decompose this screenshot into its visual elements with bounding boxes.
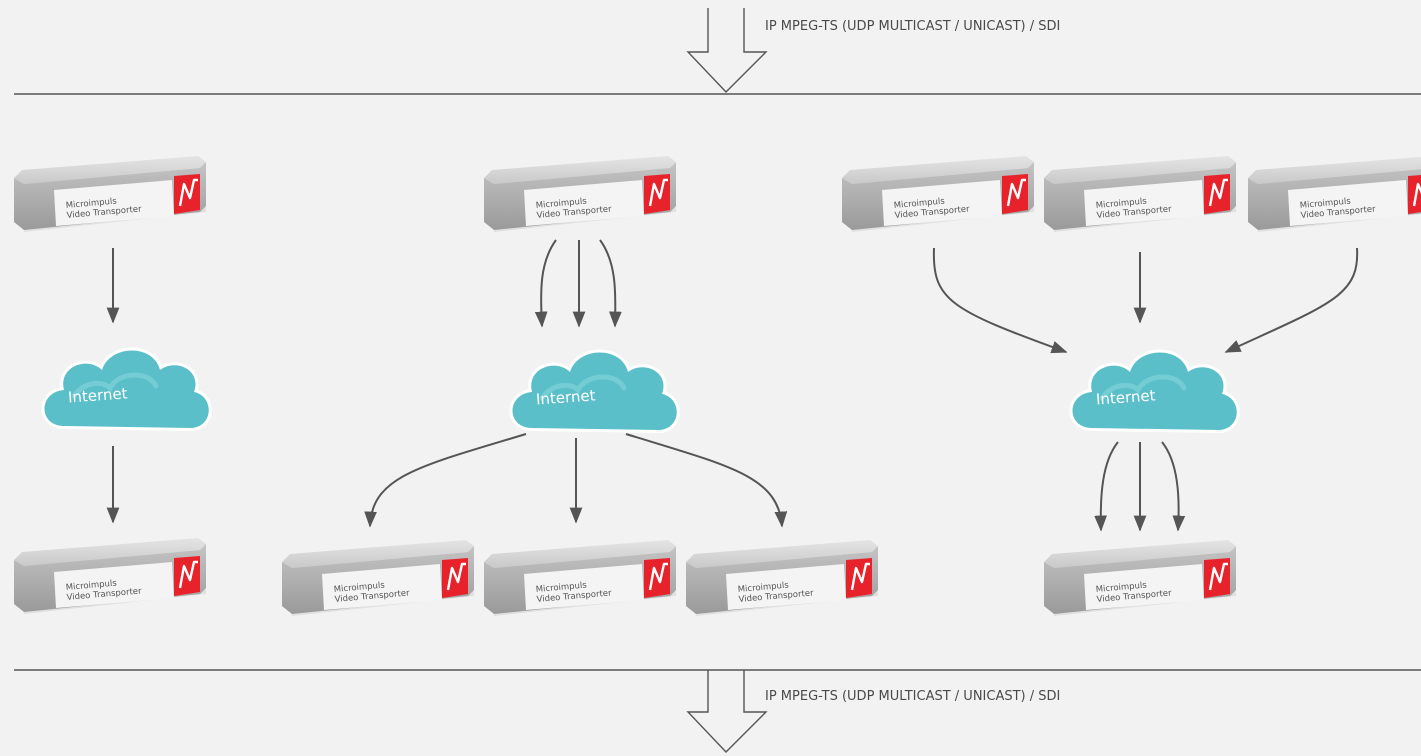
device-line1: Microimpuls <box>535 197 587 211</box>
internet-cloud: Internet <box>1073 353 1237 431</box>
device-destination: MicroimpulsVideo Transporter <box>684 538 880 618</box>
device-line1: Microimpuls <box>737 581 789 595</box>
cloud-label: Internet <box>1095 386 1156 408</box>
arrow <box>1224 247 1359 353</box>
topology-one-to-many: MicroimpulsVideo Transporter Internet Mi… <box>280 154 880 618</box>
output-arrow <box>686 670 768 754</box>
input-arrow <box>686 8 768 94</box>
arrow <box>625 433 788 528</box>
device-destination: MicroimpulsVideo Transporter <box>482 538 678 618</box>
device-source: MicroimpulsVideo Transporter <box>482 154 678 234</box>
device-line1: Microimpuls <box>535 581 587 595</box>
internet-cloud: Internet <box>513 353 677 431</box>
device-source: MicroimpulsVideo Transporter <box>1246 154 1421 234</box>
topology-many-to-one: MicroimpulsVideo Transporter Microimpuls… <box>840 154 1421 618</box>
topology-one-to-one: MicroimpulsVideo Transporter Internet Mi… <box>12 154 209 616</box>
device-line1: Microimpuls <box>893 197 945 211</box>
arrow <box>534 239 557 328</box>
internet-cloud: Internet <box>45 351 209 429</box>
device-destination: MicroimpulsVideo Transporter <box>1042 538 1238 618</box>
device-destination: MicroimpulsVideo Transporter <box>280 538 476 618</box>
device-destination: MicroimpulsVideo Transporter <box>12 536 208 616</box>
input-label: IP MPEG-TS (UDP MULTICAST / UNICAST) / S… <box>765 19 1060 34</box>
device-line1: Microimpuls <box>1095 197 1147 211</box>
arrow <box>1094 441 1119 532</box>
arrow <box>364 433 527 528</box>
device-line1: Microimpuls <box>1095 581 1147 595</box>
arrow <box>1161 441 1186 532</box>
arrow <box>599 239 622 328</box>
device-source: MicroimpulsVideo Transporter <box>12 154 208 234</box>
device-line1: Microimpuls <box>65 579 117 593</box>
arrow <box>932 247 1068 354</box>
device-line1: Microimpuls <box>1299 197 1351 211</box>
device-source: MicroimpulsVideo Transporter <box>1042 154 1238 234</box>
device-source: MicroimpulsVideo Transporter <box>840 154 1036 234</box>
cloud-label: Internet <box>535 386 596 408</box>
cloud-label: Internet <box>67 384 128 406</box>
device-line1: Microimpuls <box>65 197 117 211</box>
device-line1: Microimpuls <box>333 581 385 595</box>
output-label: IP MPEG-TS (UDP MULTICAST / UNICAST) / S… <box>765 689 1060 704</box>
